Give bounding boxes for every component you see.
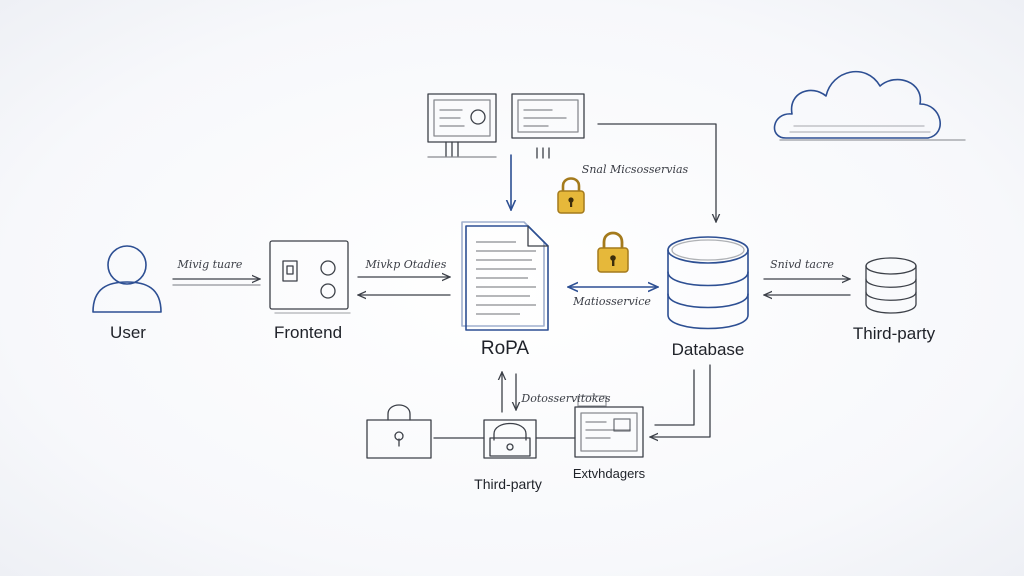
ropa-database-edge-label: Matiosservice: [573, 295, 651, 308]
ropa-label: RoPA: [480, 338, 530, 359]
third-party-database-icon: [865, 257, 917, 314]
document-icon: [461, 221, 549, 331]
monitor-icon: [574, 395, 644, 458]
bottom-ropa-edge-label: Dotosservitokes: [521, 392, 611, 405]
top-services-edge-label: Snal Micsosservias: [581, 163, 689, 176]
database-icon: [667, 236, 749, 330]
lock-icon: [597, 231, 629, 273]
lock-icon: [557, 177, 585, 214]
user-frontend-connector: [172, 279, 260, 286]
monitor-icon: [427, 93, 497, 158]
third-party-lock-icon: [483, 419, 537, 459]
frontend-ropa-connector: [358, 277, 450, 295]
user-icon: [92, 245, 162, 313]
third-party-bottom-label: Third-party: [474, 476, 542, 492]
frontend-label: Frontend: [273, 323, 343, 342]
database-bottom-connector: [650, 364, 711, 437]
bottom-box-label: Extvhdagers: [572, 466, 646, 481]
monitor-icon: [511, 93, 585, 159]
cloud-icon: [773, 70, 966, 141]
third-party-right-label: Third-party: [852, 324, 936, 343]
database-thirdparty-edge-label: Snivd tacre: [770, 258, 834, 271]
lock-icon: [366, 404, 432, 459]
services-database-connector: [597, 123, 716, 222]
database-label: Database: [671, 340, 745, 359]
frontend-ropa-edge-label: Mivkp Otadies: [365, 258, 447, 271]
user-frontend-edge-label: Mivig tuare: [177, 258, 243, 271]
user-label: User: [110, 323, 146, 342]
database-thirdparty-connector: [764, 279, 850, 295]
frontend-panel-icon: [269, 240, 351, 314]
bottom-ropa-connector: [502, 372, 516, 413]
